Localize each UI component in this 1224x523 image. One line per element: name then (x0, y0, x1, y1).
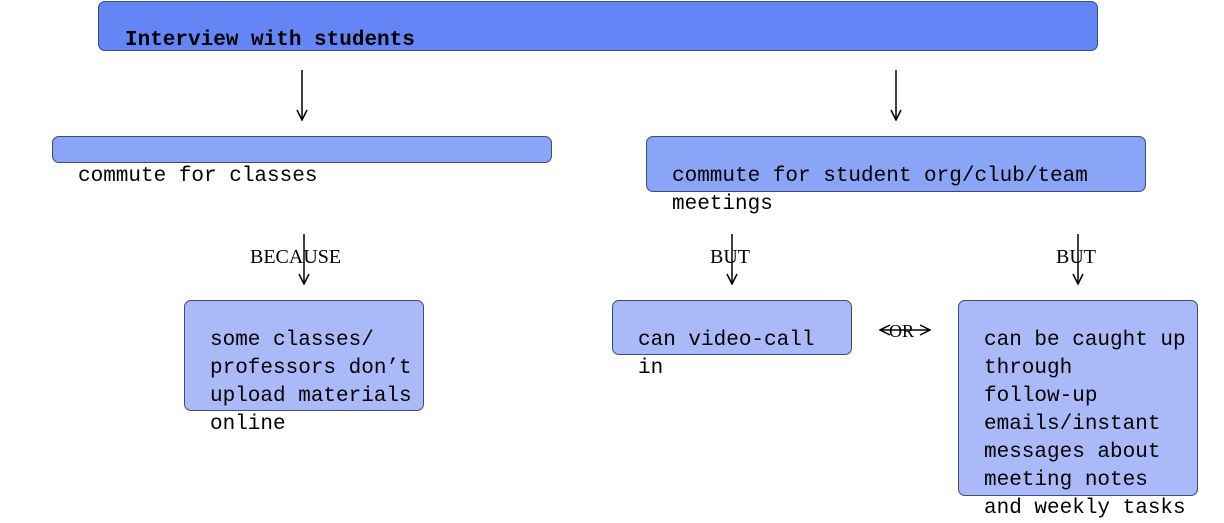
or-label: OR (889, 321, 915, 341)
classes-box (52, 136, 552, 163)
materials-node-text: some classes/ professors don’t upload ma… (210, 329, 412, 436)
meetings-box (646, 136, 1146, 192)
root-node-text: Interview with students (125, 29, 415, 52)
followup-box (958, 300, 1198, 496)
materials-box (184, 300, 424, 411)
meetings-node-text: commute for student org/club/team meetin… (672, 165, 1088, 216)
followup-node-text: can be caught up through follow-up email… (984, 329, 1186, 520)
but-right-label: BUT (1056, 246, 1096, 268)
classes-node-text: commute for classes (78, 165, 318, 188)
because-label: BECAUSE (250, 246, 342, 268)
root-box (98, 1, 1098, 51)
but-left-label: BUT (710, 246, 750, 268)
video-box (612, 300, 852, 355)
video-node-text: can video-call in (638, 329, 815, 380)
